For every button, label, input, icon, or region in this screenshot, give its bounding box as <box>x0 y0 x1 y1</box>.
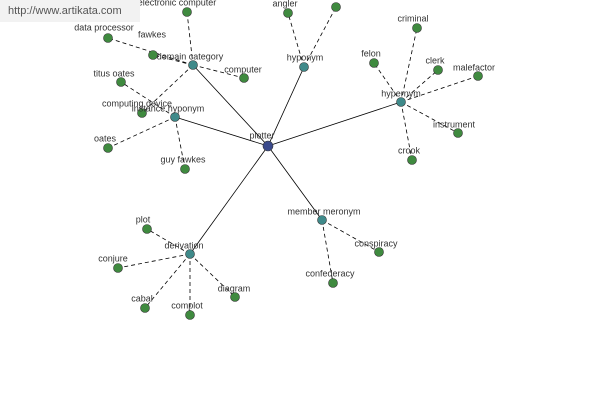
leaf-node[interactable] <box>137 108 147 118</box>
edge-leaf-3 <box>192 64 245 79</box>
watermark-url[interactable]: http://www.artikata.com <box>0 0 140 22</box>
edge-leaf-11 <box>400 101 459 134</box>
leaf-label[interactable]: computer <box>224 64 262 74</box>
leaf-node[interactable] <box>142 224 152 234</box>
leaf-node[interactable] <box>283 8 293 18</box>
leaf-node[interactable] <box>185 310 195 320</box>
graph-nodes: electronic computer fawkes data processor c… <box>74 0 495 320</box>
leaf-label[interactable]: cabal <box>131 293 153 303</box>
edge-leaf-18 <box>146 228 191 255</box>
leaf-label[interactable]: electronic computer <box>138 0 217 7</box>
leaf-label[interactable]: crook <box>398 145 421 155</box>
edge-instance-hyponym <box>174 116 269 147</box>
leaf-label[interactable]: diagram <box>218 283 251 293</box>
leaf-node[interactable] <box>148 50 158 60</box>
hub-node-instance-hyponym[interactable] <box>170 112 180 122</box>
hub-node-hypernym[interactable] <box>396 97 406 107</box>
leaf-label[interactable]: confederacy <box>305 268 355 278</box>
leaf-node[interactable] <box>433 65 443 75</box>
leaf-node[interactable] <box>140 303 150 313</box>
edge-hyponym <box>267 66 305 147</box>
leaf-node[interactable] <box>103 33 113 43</box>
hub-node-hyponym[interactable] <box>299 62 309 72</box>
leaf-label[interactable]: instrument <box>433 119 476 129</box>
edge-leaf-15 <box>174 116 186 170</box>
leaf-node[interactable] <box>113 263 123 273</box>
hub-node-derivation[interactable] <box>185 249 195 259</box>
leaf-node[interactable] <box>230 292 240 302</box>
leaf-label[interactable]: fawkes <box>138 29 167 39</box>
hub-label-member-meronym[interactable]: member meronym <box>287 206 360 216</box>
edge-leaf-6 <box>303 6 337 68</box>
edge-leaf-4 <box>141 64 194 114</box>
hub-label-instance-hyponym[interactable]: instance hyponym <box>132 103 205 113</box>
edge-leaf-8 <box>373 62 402 103</box>
leaf-node[interactable] <box>182 7 192 17</box>
edge-leaf-14 <box>107 116 176 149</box>
leaf-label[interactable]: clerk <box>425 55 445 65</box>
leaf-node[interactable] <box>369 58 379 68</box>
edge-derivation <box>189 145 269 255</box>
leaf-node[interactable] <box>239 73 249 83</box>
leaf-label[interactable]: conjure <box>98 253 128 263</box>
leaf-node[interactable] <box>103 143 113 153</box>
edge-leaf-9 <box>400 69 439 103</box>
leaf-label[interactable]: conspiracy <box>354 238 398 248</box>
edge-domain-category <box>192 64 269 147</box>
edge-leaf-22 <box>189 253 236 298</box>
hub-node-member-meronym[interactable] <box>317 215 327 225</box>
leaf-node[interactable] <box>116 77 126 87</box>
leaf-label[interactable]: computing device <box>102 98 172 108</box>
edge-leaf-20 <box>144 253 191 309</box>
edge-leaf-17 <box>321 219 334 284</box>
leaf-label[interactable]: malefactor <box>453 62 495 72</box>
edge-leaf-16 <box>321 219 380 253</box>
hub-label-derivation[interactable]: derivation <box>164 240 203 250</box>
leaf-node[interactable] <box>407 155 417 165</box>
leaf-label[interactable]: criminal <box>397 13 428 23</box>
leaf-node[interactable] <box>412 23 422 33</box>
edge-leaf-12 <box>400 101 413 161</box>
center-label[interactable]: plotter <box>249 130 274 140</box>
leaf-label[interactable]: guy fawkes <box>160 154 206 164</box>
leaf-label[interactable]: felon <box>361 48 381 58</box>
graph-edges <box>107 6 479 315</box>
leaf-node[interactable] <box>453 128 463 138</box>
hub-node-domain-category[interactable] <box>188 60 198 70</box>
leaf-label[interactable]: data processor <box>74 22 134 32</box>
leaf-node[interactable] <box>180 164 190 174</box>
leaf-node[interactable] <box>374 247 384 257</box>
center-node[interactable] <box>262 140 274 152</box>
leaf-node[interactable] <box>328 278 338 288</box>
leaf-label[interactable]: oates <box>94 133 117 143</box>
edge-member-meronym <box>267 145 323 221</box>
hub-label-hyponym[interactable]: hyponym <box>287 52 324 62</box>
edge-leaf-19 <box>117 253 191 269</box>
edge-leaf-0 <box>186 11 194 66</box>
leaf-label[interactable]: complot <box>171 300 203 310</box>
edge-hypernym <box>267 101 402 147</box>
leaf-label[interactable]: titus oates <box>93 68 135 78</box>
hub-label-hypernym[interactable]: hypernym <box>381 88 421 98</box>
edge-leaf-13 <box>120 81 176 118</box>
leaf-node[interactable] <box>331 2 341 12</box>
hub-label-domain-category[interactable]: domain category <box>157 51 224 61</box>
leaf-label[interactable]: angler <box>272 0 297 8</box>
leaf-node[interactable] <box>473 71 483 81</box>
edge-leaf-5 <box>287 12 305 68</box>
edge-leaf-7 <box>400 27 418 103</box>
leaf-label[interactable]: plot <box>136 214 151 224</box>
